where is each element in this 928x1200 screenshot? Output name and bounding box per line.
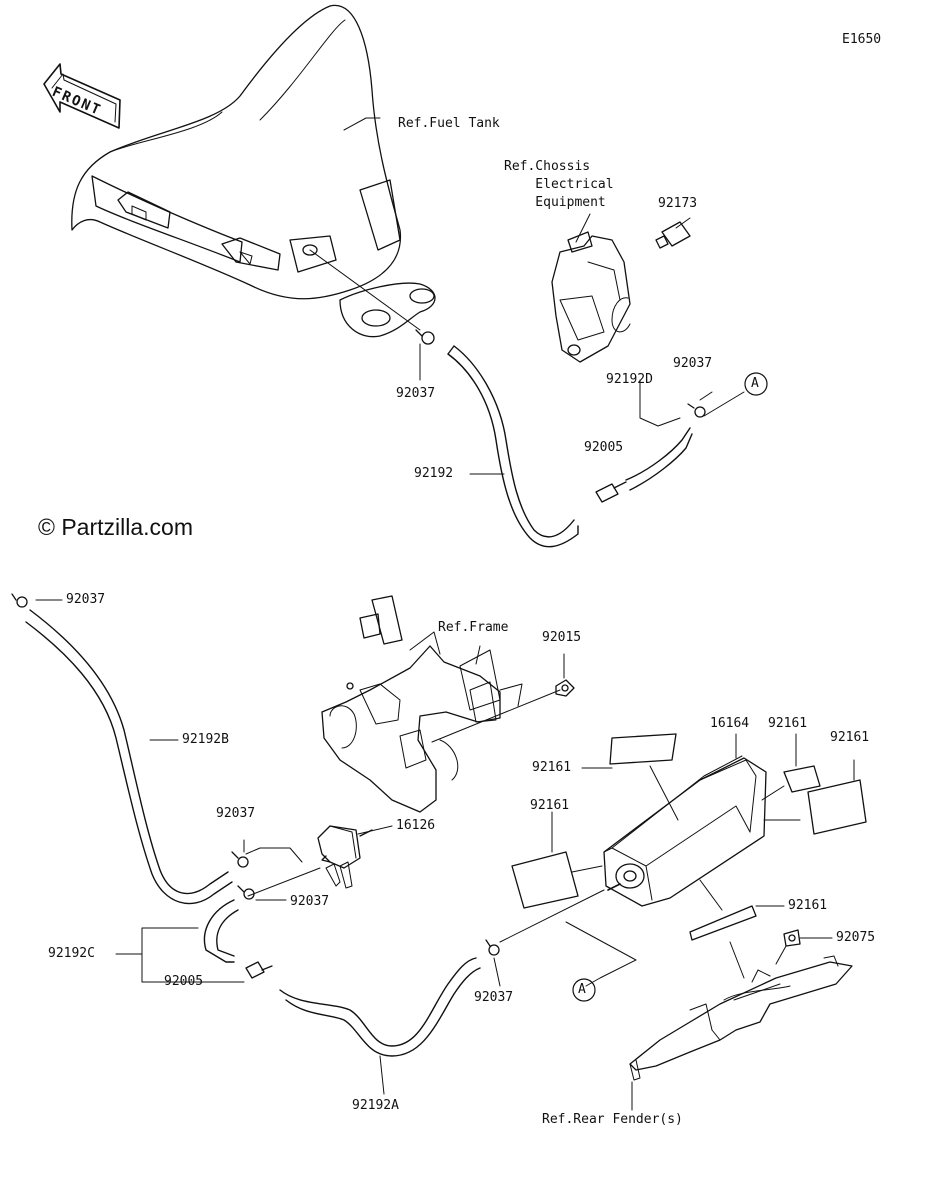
pad-92161-a: [609, 733, 677, 765]
leader-92192D: [639, 379, 681, 427]
frame-structure: [321, 595, 523, 813]
part-92037-mid2: 92037: [290, 894, 330, 909]
part-92161-d: 92161: [530, 798, 570, 813]
pad-92161-b: [783, 765, 821, 793]
part-92161-c: 92161: [830, 730, 870, 745]
clamp-92037-tank-icon: [415, 329, 435, 345]
pad-92161-d: [511, 851, 579, 909]
part-92192D: 92192D: [606, 372, 653, 387]
callout-a-bottom: A: [578, 982, 586, 997]
part-92005-top: 92005: [584, 440, 624, 455]
ref-fuel-tank: Ref.Fuel Tank: [398, 116, 500, 131]
part-92173: 92173: [658, 196, 698, 211]
valve-16126: [317, 825, 373, 889]
callout-a-bottom-icon: [572, 978, 596, 1002]
pad-92161-c: [807, 779, 867, 835]
hose-92192B: [25, 609, 233, 905]
part-92161-e: 92161: [788, 898, 828, 913]
hose-92192A: [279, 957, 481, 1057]
callout-a-top-icon: [744, 372, 768, 396]
part-92192B: 92192B: [182, 732, 229, 747]
part-92037-a: 92037: [673, 356, 713, 371]
chassis-electrical-equipment: [551, 231, 631, 363]
part-92192A: 92192A: [352, 1098, 399, 1113]
ref-rear-fender: Ref.Rear Fender(s): [542, 1112, 683, 1127]
clamp-92037-mid-icon: [231, 851, 249, 868]
pad-92161-e: [689, 905, 757, 941]
part-92192: 92192: [414, 466, 454, 481]
part-92037-mid: 92037: [216, 806, 256, 821]
part-92015: 92015: [542, 630, 582, 645]
part-16164: 16164: [710, 716, 750, 731]
part-92037-tank: 92037: [396, 386, 436, 401]
part-92161-b: 92161: [768, 716, 808, 731]
part-92161-a: 92161: [532, 760, 572, 775]
clamp-92037-left-icon: [11, 593, 28, 608]
hose-92192C: [203, 899, 239, 963]
part-92005-bottom: 92005: [164, 974, 204, 989]
joint-92005-bottom-icon: [245, 961, 273, 979]
front-arrow-icon: [43, 63, 121, 129]
leader-fuel-tank: [343, 117, 381, 131]
clamp-92037-mid2-icon: [237, 885, 255, 900]
ref-frame: Ref.Frame: [438, 620, 509, 635]
part-92037-bottom: 92037: [474, 990, 514, 1005]
diagram-code: E1650: [842, 32, 882, 47]
part-92037-left: 92037: [66, 592, 106, 607]
bolt-92173-icon: [655, 221, 691, 249]
copyright: © Partzilla.com: [38, 514, 193, 540]
hose-92192: [447, 345, 579, 548]
bolt-92075-icon: [783, 929, 801, 947]
callout-a-top: A: [751, 376, 759, 391]
canister-16164: [603, 755, 767, 907]
clamp-92037-bottom-icon: [485, 939, 500, 956]
part-92075: 92075: [836, 930, 876, 945]
nut-92015-icon: [555, 679, 575, 697]
clamp-92037-a-icon: [687, 403, 706, 418]
part-16126: 16126: [396, 818, 436, 833]
fuel-tank-outline: [71, 4, 436, 338]
hose-92192D: [625, 427, 693, 491]
rear-fender-bracket: [629, 955, 853, 1081]
part-92192C: 92192C: [48, 946, 95, 961]
joint-92005-top-icon: [595, 481, 627, 503]
ref-chassis: Ref.Chossis Electrical Equipment: [504, 159, 614, 210]
